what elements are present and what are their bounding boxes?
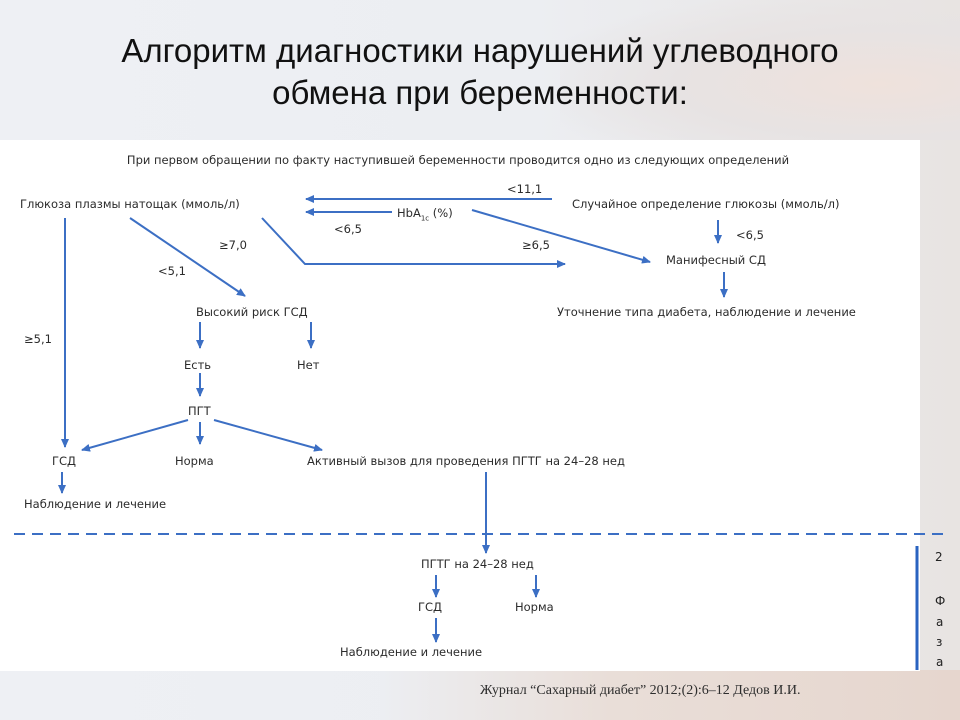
node-phase2-norm: Норма — [515, 600, 554, 614]
label-lt-6-5-right: <6,5 — [736, 228, 764, 242]
node-pgt: ПГТ — [188, 404, 211, 418]
node-observe-treat: Наблюдение и лечение — [24, 497, 166, 511]
hba1c-main: HbA — [397, 206, 421, 220]
label-lt-11-1: <11,1 — [507, 182, 542, 196]
arrow-fasting-to-risk — [130, 218, 245, 296]
phase-letter-1: Ф — [935, 594, 945, 608]
citation: Журнал “Сахарный диабет” 2012;(2):6–12 Д… — [480, 683, 800, 699]
arrow-hba1c-to-manifest — [472, 210, 650, 262]
node-norm: Норма — [175, 454, 214, 468]
node-phase2-observe: Наблюдение и лечение — [340, 645, 482, 659]
node-clarify-type: Уточнение типа диабета, наблюдение и леч… — [557, 305, 856, 319]
label-lt-6-5-left: <6,5 — [334, 222, 362, 236]
phase-label: 2 Ф а з а — [924, 540, 960, 672]
node-yes: Есть — [184, 358, 211, 372]
phase-letter-2: а — [936, 615, 943, 629]
node-no: Нет — [297, 358, 319, 372]
node-active-call: Активный вызов для проведения ПГТГ на 24… — [307, 454, 625, 468]
node-hba1c: HbA1c (%) — [397, 206, 453, 225]
label-lt-5-1: <5,1 — [158, 264, 186, 278]
label-ge-7-0: ≥7,0 — [219, 238, 247, 252]
node-high-risk: Высокий риск ГСД — [196, 305, 308, 319]
label-ge-6-5: ≥6,5 — [522, 238, 550, 252]
node-phase2-pgtt: ПГТГ на 24–28 нед — [421, 557, 534, 571]
arrow-pgt-to-gsd — [82, 420, 188, 450]
diagram-header: При первом обращении по факту наступивше… — [127, 153, 789, 167]
phase-number: 2 — [935, 550, 943, 564]
hba1c-tail: (%) — [429, 206, 453, 220]
phase-letter-3: з — [936, 635, 942, 649]
hba1c-sub: 1c — [421, 214, 429, 222]
node-manifest-dm: Манифесный СД — [666, 253, 766, 267]
arrow-pgt-to-active — [214, 420, 322, 450]
label-ge-5-1: ≥5,1 — [24, 332, 52, 346]
node-fasting-glucose: Глюкоза плазмы натощак (ммоль/л) — [20, 197, 240, 211]
node-random-glucose: Случайное определение глюкозы (ммоль/л) — [572, 197, 840, 211]
phase-letter-4: а — [936, 655, 943, 669]
node-phase2-gsd: ГСД — [418, 600, 442, 614]
node-gsd: ГСД — [52, 454, 76, 468]
